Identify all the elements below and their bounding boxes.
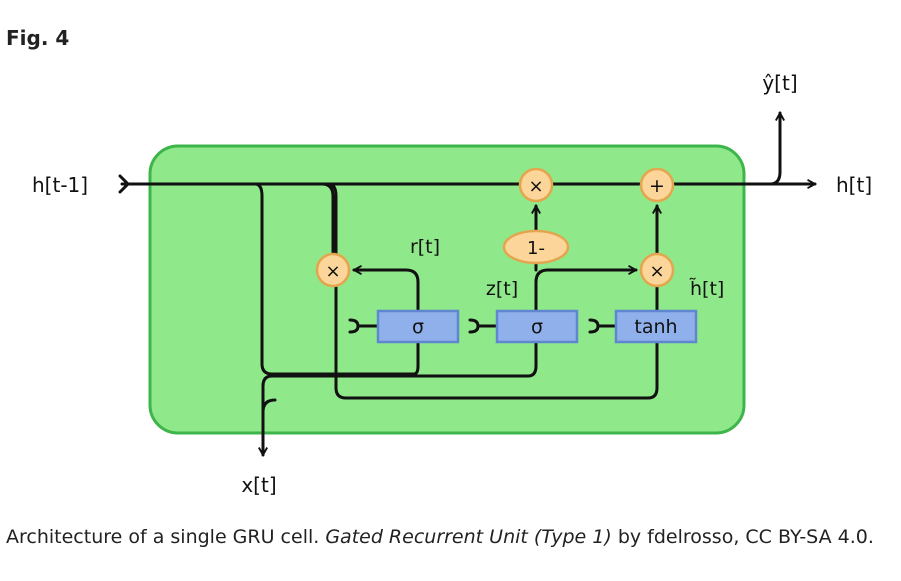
wires [118, 113, 815, 455]
z-gate-label: z[t] [486, 278, 518, 300]
h-out-label: h[t] [836, 173, 872, 197]
sigma-update-box: σ [495, 309, 579, 344]
state-multiply-op: × [518, 167, 554, 203]
y-hat-label: ŷ[t] [762, 71, 797, 95]
one-minus-op: 1- [502, 229, 570, 265]
tanh-join [588, 318, 618, 334]
caption-title: Gated Recurrent Unit (Type 1) [325, 526, 612, 548]
sigma-reset-box: σ [376, 309, 460, 344]
sigma-z-join [468, 318, 499, 334]
r-gate-label: r[t] [410, 236, 440, 258]
candidate-multiply-op: × [639, 252, 675, 288]
z-gate-line [534, 270, 636, 314]
x-to-update [261, 340, 538, 414]
tanh-label: tanh [634, 316, 677, 338]
figure-caption: Architecture of a single GRU cell. Gated… [6, 526, 874, 548]
hprev-feed-multiply [320, 182, 335, 260]
sigma-reset-label: σ [412, 316, 424, 338]
gru-cell-box [148, 144, 746, 435]
figure-label: Fig. 4 [6, 26, 70, 50]
multiply-symbol: × [528, 176, 543, 197]
caption-suffix: by fdelrosso, CC BY-SA 4.0. [611, 526, 874, 548]
h-tilde-label: h̃[t] [689, 278, 724, 300]
x-input-label: x[t] [241, 473, 276, 497]
tanh-box: tanh [614, 309, 698, 344]
sigma-update-label: σ [531, 316, 543, 338]
add-op: + [639, 167, 675, 203]
output-branch-line [768, 113, 780, 186]
hprev-feed-update [326, 182, 659, 400]
caption-prefix: Architecture of a single GRU cell. [6, 526, 326, 548]
hprev-feed-reset [253, 182, 420, 376]
r-gate-line [354, 270, 420, 314]
multiply-symbol: × [325, 261, 340, 282]
add-symbol: + [649, 175, 665, 197]
hprev-input-arrowhead [118, 174, 130, 194]
h-prev-label: h[t-1] [32, 173, 88, 197]
one-minus-symbol: 1- [527, 238, 545, 259]
gru-cell-diagram: σ σ tanh × × + × 1- h[t-1] h[t] ŷ[t] x[t… [32, 71, 872, 497]
sigma-r-join [348, 318, 380, 334]
multiply-symbol: × [649, 261, 664, 282]
reset-multiply-op: × [315, 252, 351, 288]
